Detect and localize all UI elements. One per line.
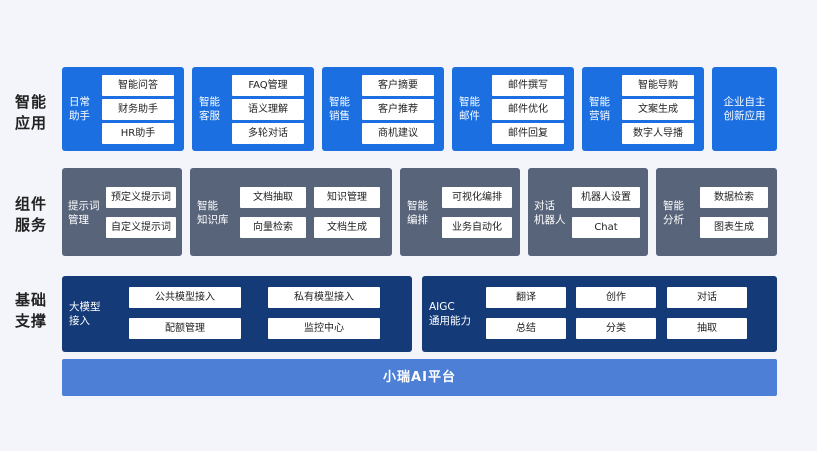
component-block-chatbot: 对话机器人 机器人设置 Chat: [528, 168, 648, 256]
block-title: 智能营销: [589, 96, 610, 122]
row-label-component: 组件服务: [14, 195, 47, 234]
app-block-sales: 智能销售 客户摘要 客户推荐 商机建议: [322, 67, 444, 151]
block-title: 智能分析: [663, 200, 684, 226]
item-button[interactable]: 知识管理: [314, 187, 380, 208]
item-button[interactable]: 总结: [486, 318, 566, 339]
item-button[interactable]: 数据检索: [700, 187, 768, 208]
item-button[interactable]: FAQ管理: [232, 75, 304, 96]
item-button[interactable]: 邮件回复: [492, 123, 564, 144]
item-button[interactable]: 客户摘要: [362, 75, 434, 96]
item-button[interactable]: 创作: [576, 287, 656, 308]
base-block-model-access: 大模型接入 公共模型接入 私有模型接入 配额管理 监控中心: [62, 276, 412, 352]
item-button[interactable]: 配额管理: [129, 318, 241, 339]
block-title: 企业自主创新应用: [723, 96, 766, 122]
component-block-analytics: 智能分析 数据检索 图表生成: [656, 168, 777, 256]
item-button[interactable]: 私有模型接入: [268, 287, 380, 308]
item-button[interactable]: 文档抽取: [240, 187, 306, 208]
component-block-prompt: 提示词管理 预定义提示词 自定义提示词: [62, 168, 182, 256]
item-button[interactable]: 文档生成: [314, 217, 380, 238]
item-button[interactable]: 语义理解: [232, 99, 304, 120]
item-button[interactable]: 客户推荐: [362, 99, 434, 120]
app-block-enterprise-innovation[interactable]: 企业自主创新应用: [712, 67, 777, 151]
component-block-knowledge-base: 智能知识库 文档抽取 知识管理 向量检索 文档生成: [190, 168, 392, 256]
block-title: 智能邮件: [459, 96, 480, 122]
app-block-marketing: 智能营销 智能导购 文案生成 数字人导播: [582, 67, 704, 151]
item-button[interactable]: 公共模型接入: [129, 287, 241, 308]
item-button[interactable]: 分类: [576, 318, 656, 339]
app-block-daily-assistant: 日常助手 智能问答 财务助手 HR助手: [62, 67, 184, 151]
item-button[interactable]: 商机建议: [362, 123, 434, 144]
block-title: 智能知识库: [197, 200, 229, 226]
item-button[interactable]: 文案生成: [622, 99, 694, 120]
item-button[interactable]: 预定义提示词: [106, 187, 176, 208]
block-title: 日常助手: [69, 96, 90, 122]
app-block-customer-service: 智能客服 FAQ管理 语义理解 多轮对话: [192, 67, 314, 151]
item-button[interactable]: 邮件优化: [492, 99, 564, 120]
item-button[interactable]: 抽取: [667, 318, 747, 339]
item-button[interactable]: HR助手: [102, 123, 174, 144]
item-button[interactable]: 翻译: [486, 287, 566, 308]
item-button[interactable]: 对话: [667, 287, 747, 308]
block-title: 提示词管理: [68, 200, 100, 226]
row-label-base: 基础支撑: [14, 291, 47, 330]
item-button[interactable]: 财务助手: [102, 99, 174, 120]
item-button[interactable]: 业务自动化: [442, 217, 512, 238]
item-button[interactable]: 机器人设置: [572, 187, 640, 208]
block-title: 智能销售: [329, 96, 350, 122]
item-button[interactable]: Chat: [572, 217, 640, 238]
item-button[interactable]: 可视化编排: [442, 187, 512, 208]
platform-bar: 小瑞AI平台: [62, 359, 777, 396]
item-button[interactable]: 数字人导播: [622, 123, 694, 144]
block-title: 智能编排: [407, 200, 428, 226]
app-block-email: 智能邮件 邮件撰写 邮件优化 邮件回复: [452, 67, 574, 151]
block-title: 对话机器人: [534, 200, 566, 226]
component-block-orchestration: 智能编排 可视化编排 业务自动化: [400, 168, 520, 256]
block-title: 大模型接入: [69, 301, 101, 327]
item-button[interactable]: 智能导购: [622, 75, 694, 96]
row-label-app: 智能应用: [14, 93, 47, 132]
item-button[interactable]: 图表生成: [700, 217, 768, 238]
block-title: 智能客服: [199, 96, 220, 122]
item-button[interactable]: 自定义提示词: [106, 217, 176, 238]
item-button[interactable]: 智能问答: [102, 75, 174, 96]
item-button[interactable]: 监控中心: [268, 318, 380, 339]
item-button[interactable]: 向量检索: [240, 217, 306, 238]
item-button[interactable]: 多轮对话: [232, 123, 304, 144]
item-button[interactable]: 邮件撰写: [492, 75, 564, 96]
